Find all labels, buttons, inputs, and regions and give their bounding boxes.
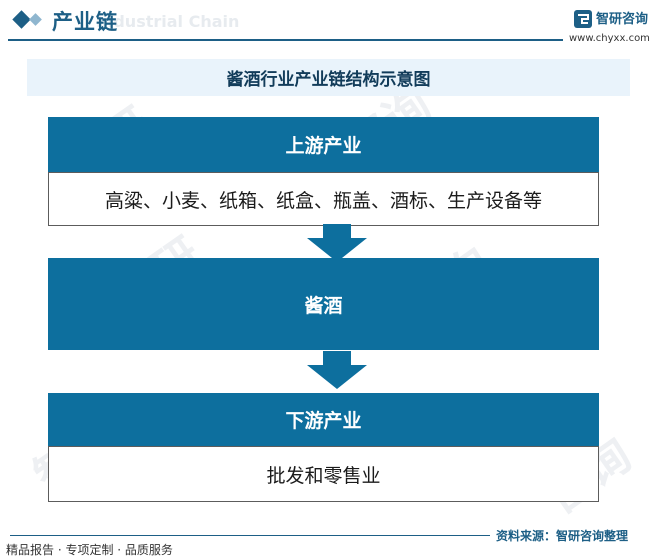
downstream-header: 下游产业 [48,393,599,446]
header-ghost-text: Industrial Chain [96,12,240,31]
header: Industrial Chain 产业链 智研咨询 www.chyxx.com [0,0,657,44]
midstream-block: 酱酒 [48,258,599,350]
logo-icon [574,10,592,28]
down-arrow-icon [307,351,367,389]
upstream-header: 上游产业 [48,117,599,172]
page-title: 产业链 [52,10,118,34]
diagram-title-band: 酱酒行业产业链结构示意图 [27,59,630,96]
upstream-content: 高粱、小麦、纸箱、纸盒、瓶盖、酒标、生产设备等 [104,189,542,212]
source-note: 资料来源：智研咨询整理 [496,529,629,543]
downstream-content: 批发和零售业 [266,464,381,487]
header-divider [8,39,563,41]
diagram-title: 酱酒行业产业链结构示意图 [226,70,431,90]
upstream-content-box: 高粱、小麦、纸箱、纸盒、瓶盖、酒标、生产设备等 [48,172,599,226]
midstream-label: 酱酒 [304,294,343,317]
footer-slogan: 精品报告 · 专项定制 · 品质服务 [6,543,173,557]
down-arrow-icon [307,224,367,262]
upstream-label: 上游产业 [285,135,362,157]
downstream-content-box: 批发和零售业 [48,446,599,502]
logo-name: 智研咨询 [596,12,649,27]
footer-divider [10,535,490,536]
diamond-icon [12,10,42,29]
logo-url: www.chyxx.com [569,33,650,44]
downstream-label: 下游产业 [285,410,362,432]
